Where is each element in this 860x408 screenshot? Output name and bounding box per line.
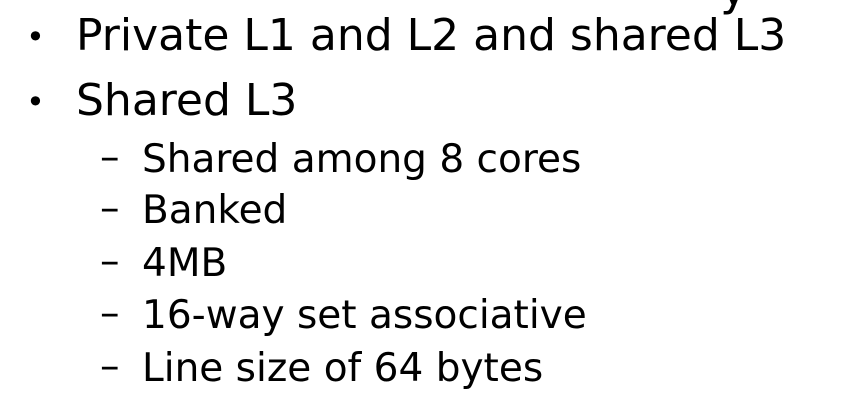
subitem-associativity: – 16-way set associative [100,293,587,338]
subitem-line-size: – Line size of 64 bytes [100,346,544,391]
bullet-text: Shared L3 [76,75,298,126]
bullet-marker: • [26,18,45,56]
subitem-text: 16-way set associative [142,293,587,338]
subitem-text: Line size of 64 bytes [142,346,544,391]
bullet-text: Private L1 and L2 and shared L3 [76,10,787,61]
subitem-text: 4MB [142,241,228,286]
dash-marker: – [100,239,120,284]
dash-marker: – [100,344,120,389]
subitem-text: Banked [142,188,288,233]
subitem-text: Shared among 8 cores [142,137,582,182]
subitem-shared-among-cores: – Shared among 8 cores [100,137,582,182]
subitem-size: – 4MB [100,241,228,286]
bullet-marker: • [26,83,45,121]
dash-marker: – [100,186,120,231]
bullet-private-caches: • Private L1 and L2 and shared L3 [26,10,787,61]
dash-marker: – [100,135,120,180]
bullet-shared-l3: • Shared L3 [26,75,298,126]
subitem-banked: – Banked [100,188,288,233]
cutoff-text-fragment: y [720,0,747,12]
dash-marker: – [100,291,120,336]
